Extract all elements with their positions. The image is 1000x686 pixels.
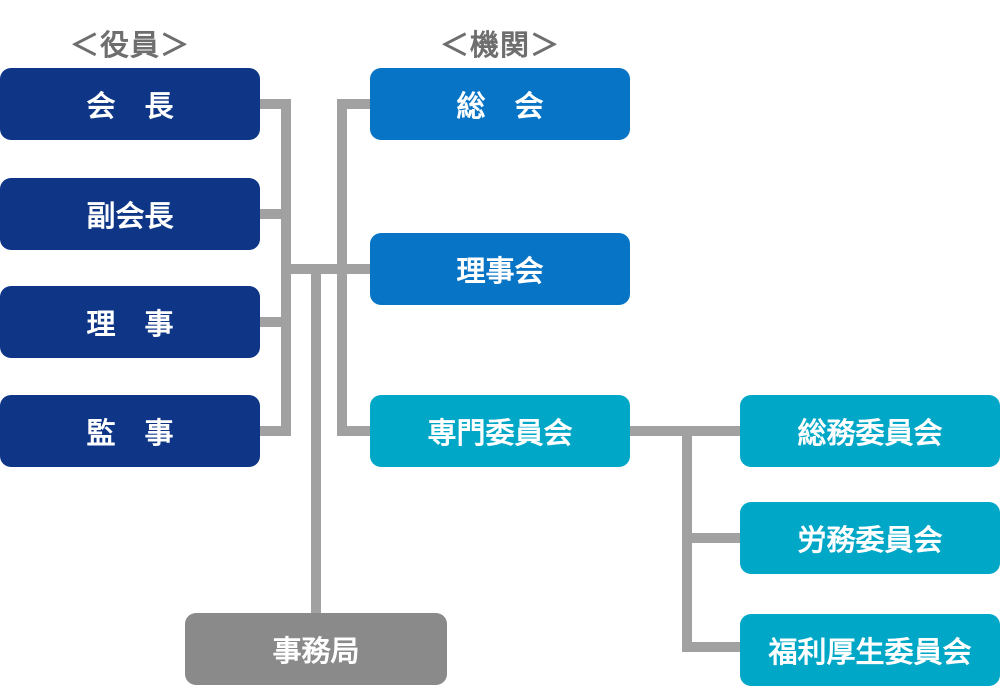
connector-line [682,642,740,652]
connector-line [337,99,347,436]
connector-line [281,264,370,274]
connector-line [682,533,740,543]
node-auditor: 監 事 [0,395,260,467]
connector-line [311,264,321,613]
node-director: 理 事 [0,286,260,358]
node-welfare-committee: 福利厚生委員会 [740,614,1000,686]
connector-line [255,426,291,436]
node-general-meeting: 総 会 [370,68,630,140]
node-general-affairs-committee: 総務委員会 [740,395,1000,467]
connector-line [255,317,291,327]
node-secretariat: 事務局 [185,613,447,685]
node-vice-chairman: 副会長 [0,178,260,250]
section-heading-officers: ＜役員＞ [69,30,190,62]
node-specialized-committee: 専門委員会 [370,395,630,467]
connector-line [337,426,370,436]
connector-line [255,99,291,109]
connector-line [255,209,291,219]
node-chairman: 会 長 [0,68,260,140]
node-labor-committee: 労務委員会 [740,502,1000,574]
connector-line [337,99,370,109]
section-heading-organs: ＜機関＞ [439,30,560,62]
node-board-of-directors: 理事会 [370,233,630,305]
